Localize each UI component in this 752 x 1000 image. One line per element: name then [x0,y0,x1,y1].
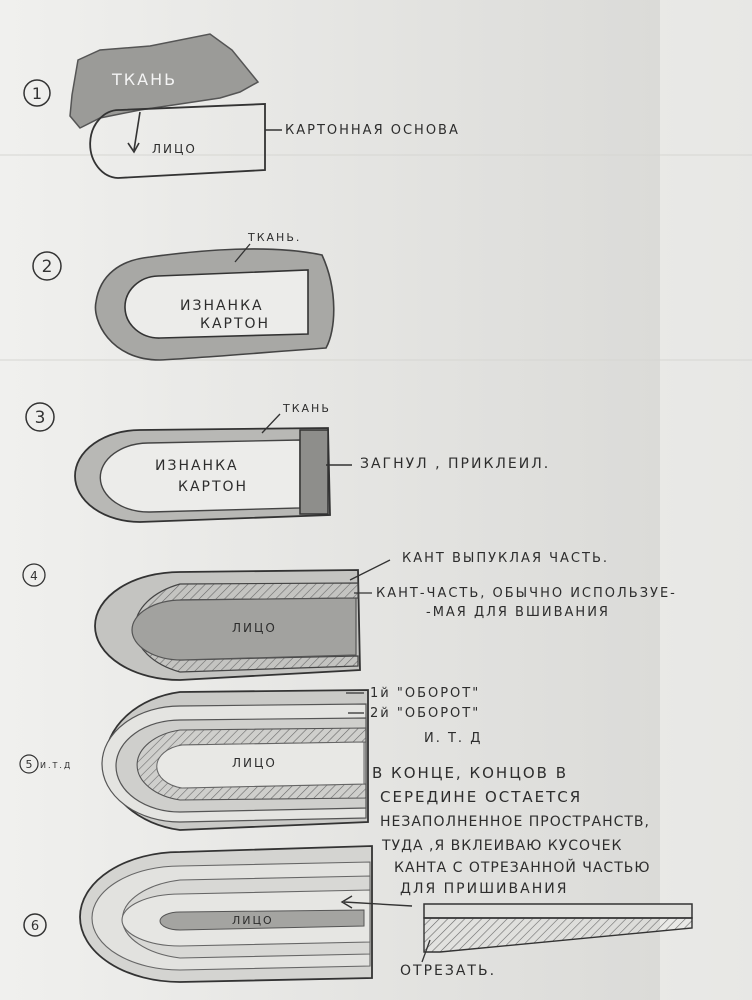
step-number-circle [25,402,55,432]
cardboard-shape [99,439,301,513]
cardboard-label: КАРТОН [178,479,248,495]
arrowhead-icon [127,142,140,154]
cut-off-part [423,917,693,953]
note-line-6: ДЛЯ ПРИШИВАНИЯ [400,881,568,897]
piping-strip [423,903,693,919]
leader-line [234,243,251,263]
folded-glued-label: ЗАГНУЛ , ПРИКЛЕИЛ. [360,456,550,472]
step-number: 5 [26,758,33,771]
leader-line [421,939,431,963]
step-number-circle [22,563,46,587]
step-number-circle [19,754,39,774]
face-label: ЛИЦО [232,914,274,927]
step-number: 3 [35,408,46,428]
etc-tag: И.Т.Д [40,761,72,770]
face-strip [159,909,365,931]
step-5: 5 И.Т.Д ЛИЦО 1й "ОБОРОТ" 2й "ОБОРОТ" И. … [19,686,650,897]
sewing-part-label-line2: -МАЯ ДЛЯ ВШИВАНИЯ [426,605,610,620]
face-label: ЛИЦО [152,142,197,156]
step-6: 6 ЛИЦО ОТРЕЗАТЬ. [23,845,693,983]
back-side-label: ИЗНАНКА [180,298,264,314]
face-label: ЛИЦО [232,756,277,770]
step-number-circle [23,79,51,107]
step-number: 4 [30,569,38,583]
fabric-label: ТКАНЬ [111,70,177,89]
note-line-1: В КОНЦЕ, КОНЦОВ В [372,764,568,782]
step-number: 1 [32,84,42,103]
cut-off-label: ОТРЕЗАТЬ. [400,963,496,979]
step-2: 2 ИЗНАНКА КАРТОН ТКАНЬ. [32,231,335,361]
face-area [131,597,357,661]
down-arrow-icon [133,111,141,151]
step-1: 1 ТКАНЬ ЛИЦО КАРТОННАЯ ОСНОВА [23,33,460,179]
step-4: 4 ЛИЦО КАНТ ВЫПУКЛАЯ ЧАСТЬ. КАНТ-ЧАСТЬ, … [22,551,677,681]
cardboard-label: КАРТОН [200,316,270,332]
turn-2-label: 2й "ОБОРОТ" [370,706,480,721]
step-number: 2 [42,257,53,277]
note-line-4: ТУДА ,Я ВКЛЕИВАЮ КУСОЧЕК [381,838,622,854]
turn-1-label: 1й "ОБОРОТ" [370,686,480,701]
fabric-label: ТКАНЬ. [247,231,301,244]
arrowhead-icon [340,895,353,909]
step-number-circle [32,251,62,281]
cardboard-base-label: КАРТОННАЯ ОСНОВА [285,123,460,138]
cardboard-shape [124,269,309,339]
insert-arrow-line [343,901,413,907]
cardboard-base-shape [89,103,266,179]
step-number: 6 [31,919,39,934]
leader-line [261,413,281,434]
fabric-label: ТКАНЬ [282,402,331,415]
face-label: ЛИЦО [232,621,277,635]
step-number-circle [23,913,47,937]
fabric-piece [69,33,260,129]
folded-flap [299,429,329,515]
convex-part-label: КАНТ ВЫПУКЛАЯ ЧАСТЬ. [402,551,609,566]
note-line-3: НЕЗАПОЛНЕННОЕ ПРОСТРАНСТВ, [380,814,650,830]
etc-label: И. Т. Д [424,731,482,746]
leader-line [349,559,391,581]
step-3: 3 ИЗНАНКА КАРТОН ТКАНЬ ЗАГНУЛ , ПРИКЛЕИЛ… [25,402,550,523]
sewing-part-label-line1: КАНТ-ЧАСТЬ, ОБЫЧНО ИСПОЛЬЗУЕ- [376,586,677,601]
back-side-label: ИЗНАНКА [155,458,239,474]
note-line-5: КАНТА С ОТРЕЗАННОЙ ЧАСТЬЮ [394,858,650,876]
face-area [156,741,365,789]
note-line-2: СЕРЕДИНЕ ОСТАЕТСЯ [380,788,582,806]
